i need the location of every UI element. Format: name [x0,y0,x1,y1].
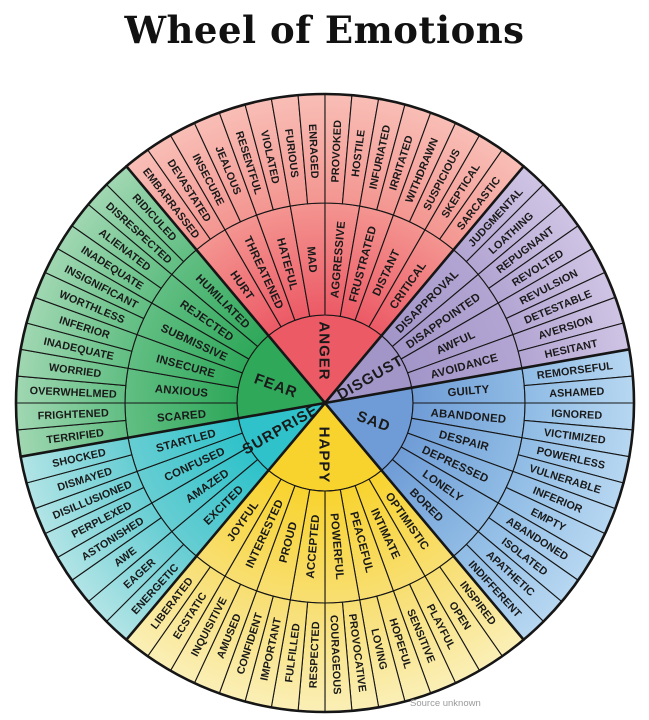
mid-label-anxious: ANXIOUS [154,383,208,400]
core-label-happy: HAPPY [316,427,333,484]
mid-label-guilty: GUILTY [447,384,490,400]
outer-label-frightened: FRIGHTENED [37,407,109,422]
outer-label-enraged: ENRAGED [306,124,320,179]
mid-label-powerful: POWERFUL [328,513,346,581]
section-divider [19,401,327,458]
mid-label-accepted: ACCEPTED [305,514,323,579]
core-label-anger: ANGER [316,321,333,380]
source-note: Source unknown [410,698,481,709]
outer-label-provoked: PROVOKED [330,120,345,183]
outer-label-overwhelmed: OVERWHELMED [29,385,117,401]
outer-label-ashamed: ASHAMED [549,386,605,400]
section-divider [323,401,525,642]
section-divider [323,164,525,405]
wheel-dividers [14,92,636,714]
outer-label-respected: RESPECTED [307,621,322,688]
outer-label-courageous: COURAGEOUS [327,615,342,695]
wheel-outer-rim [14,92,636,714]
section-divider [323,348,631,405]
mid-label-scared: SCARED [157,409,207,425]
mid-label-mad: MAD [304,246,318,273]
section-divider [125,401,327,642]
page-title: Wheel of Emotions [124,8,525,52]
outer-label-ignored: IGNORED [551,408,603,422]
section-divider [125,164,327,405]
